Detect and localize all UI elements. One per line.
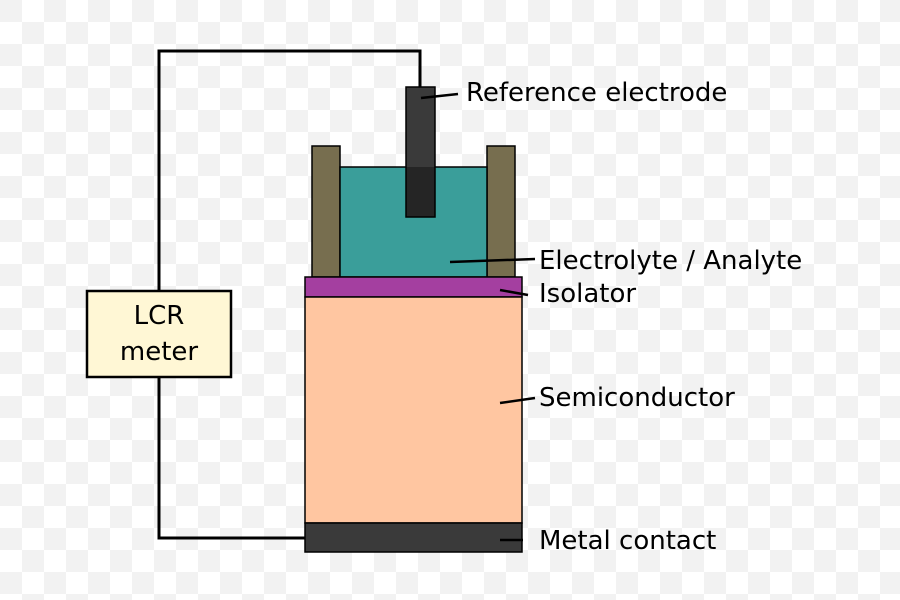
leader-semiconductor (499, 396, 536, 405)
lcr-meter-label: LCR meter (87, 291, 231, 377)
leader-reference-electrode (420, 92, 459, 100)
label-isolator: Isolator (539, 279, 637, 309)
container-wall-right (486, 145, 516, 278)
lcr-meter-box (85, 289, 233, 379)
label-semiconductor: Semiconductor (539, 383, 735, 413)
isolator-layer (304, 276, 523, 298)
leader-isolator (499, 288, 529, 297)
label-electrolyte: Electrolyte / Analyte (539, 246, 803, 276)
lcr-meter-line1: LCR (133, 300, 185, 331)
lcr-meter-line2: meter (119, 337, 199, 367)
wire-top (157, 49, 422, 291)
container-wall-left (311, 145, 341, 278)
reference-electrode-immersed (406, 167, 435, 217)
label-reference-electrode: Reference electrode (466, 78, 728, 108)
wire-bottom (157, 377, 306, 540)
leader-electrolyte (449, 257, 536, 264)
label-metal-contact: Metal contact (539, 526, 717, 556)
reference-electrode-shape (405, 86, 436, 218)
semiconductor-layer (304, 296, 523, 524)
metal-contact-layer (304, 522, 523, 553)
